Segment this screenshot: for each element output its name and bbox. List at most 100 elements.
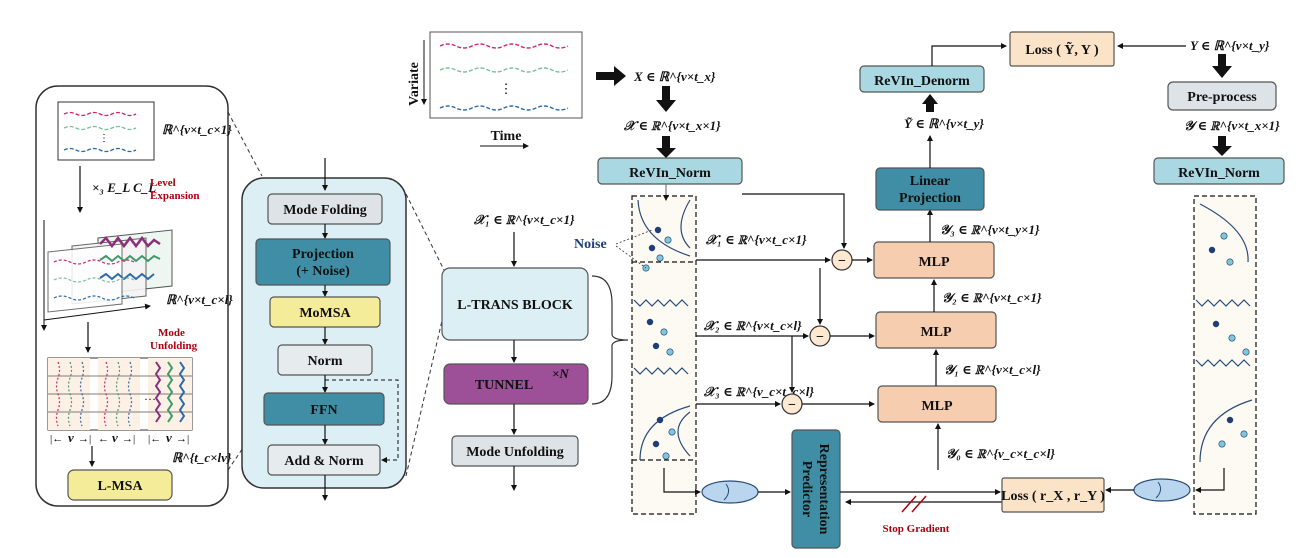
revin-denorm-box [859, 65, 985, 93]
svg-text:←: ← [98, 433, 109, 445]
loss-bottom-label: Loss ( r_X , r_Y ) [1001, 489, 1105, 504]
left-tensor-2: ℝ^{v×t_c×l} [166, 292, 233, 307]
y2-label: 𝒴₂ ∈ ℝ^{v×t_c×1} [942, 290, 1042, 305]
revin-norm-box [597, 157, 743, 185]
series-line-pink [63, 111, 137, 117]
middle-x1: 𝒳₁ ∈ ℝ^{v×t_c×1} [473, 212, 575, 227]
x1-label: 𝒳₁ ∈ ℝ^{v×t_c×1} [705, 232, 807, 247]
mlp-box-3 [873, 241, 995, 279]
middle-column: 𝒳₁ ∈ ℝ^{v×t_c×1} L-TRANS BLOCK TUNNEL ×N… [441, 212, 629, 491]
calY-label: 𝒴 ∈ ℝ^{v×t_x×1} [1184, 118, 1280, 133]
stacked-planes [41, 220, 173, 331]
revin-norm-right-label: ReVIn_Norm [1178, 166, 1260, 181]
noise-dots [642, 226, 676, 460]
mlp-box-2 [875, 311, 997, 349]
small-series-plot [57, 101, 155, 161]
svg-text:|←: |← [148, 433, 161, 445]
momsa-label: MoMSA [299, 306, 351, 321]
tunnel-brace [591, 275, 629, 405]
small-dots: ⋮ [99, 133, 109, 144]
ffn-box [263, 392, 385, 426]
v-brackets: |←v→| ←v→| |←v→| [50, 430, 189, 445]
mode-folding-label: Mode Folding [283, 203, 367, 218]
svg-text:v: v [166, 430, 172, 445]
calX-label: 𝒳 ∈ ℝ^{v×t_x×1} [623, 118, 721, 133]
projection-box [255, 238, 391, 286]
add-norm-label: Add & Norm [284, 454, 364, 469]
encoder-column: ReVIn_Norm Noise [574, 157, 743, 515]
revin-denorm-label: ReVIn_Denorm [874, 74, 970, 89]
y-tilde-label: Ỹ ∈ ℝ^{v×t_y} [904, 116, 984, 131]
y0-label: 𝒴₀ ∈ ℝ^{v_c×t_c×l} [946, 446, 1055, 461]
encoder-dashed-frame [631, 195, 697, 515]
input-plot: ⋮ Variate Time X ∈ ℝ^{v×t_x} 𝒳 ∈ ℝ^{v×t_… [407, 31, 721, 158]
tunnel-box [443, 363, 589, 405]
representation-predictor-label: RepresentationPredictor [799, 444, 831, 535]
stop-gradient-label: Stop Gradient [883, 523, 950, 535]
big-arrow-down-1 [656, 86, 676, 112]
plot-dots: ⋮ [500, 81, 513, 96]
noise-label: Noise [574, 237, 607, 252]
mlp-label-1: MLP [921, 399, 953, 414]
add-norm-box [267, 444, 381, 476]
revin-norm-label: ReVIn_Norm [629, 166, 711, 181]
preprocess-label: Pre-process [1187, 90, 1257, 105]
ffn-label: FFN [310, 403, 337, 418]
svg-text:|←: |← [50, 433, 63, 445]
unfolded-matrix: … [47, 357, 193, 431]
ltrans-block-box [441, 267, 589, 341]
left-tensor-3: ℝ^{t_c×lv} [172, 450, 232, 465]
zoom-line-1 [227, 111, 263, 177]
embedding-ellipse-left [701, 480, 759, 504]
input-series-plot [429, 31, 583, 119]
y3-label: 𝒴₃ ∈ ℝ^{v×t_y×1} [940, 222, 1040, 237]
svg-text:→|: →| [122, 433, 135, 445]
x2-label: 𝒳₂ ∈ ℝ^{v×t_c×l} [703, 318, 802, 333]
series-line-blue [63, 147, 137, 153]
representation-predictor-box [791, 429, 841, 549]
block-panel: Mode Folding Projection(+ Noise) MoMSA N… [241, 158, 407, 501]
level-expansion-op: ×₃ E_L C_L [92, 180, 156, 195]
ltrans-block-label: L-TRANS BLOCK [457, 298, 573, 313]
left-tensor-1: ℝ^{v×t_c×1} [162, 122, 232, 137]
mode-unfolding-label: Mode Unfolding [466, 445, 564, 460]
residual-connection [325, 379, 399, 463]
svg-text:→|: →| [78, 433, 91, 445]
tunnel-sup: ×N [552, 366, 569, 381]
feature-flows: 𝒳₁ ∈ ℝ^{v×t_c×1} − 𝒳₂ ∈ ℝ^{v×t_c×l} − 𝒳₃… [696, 193, 875, 415]
zoom-line-3 [405, 193, 445, 271]
X-label: X ∈ ℝ^{v×t_x} [633, 69, 716, 84]
mlp-box-1 [877, 385, 997, 423]
y-true-label: Y ∈ ℝ^{v×t_y} [1190, 38, 1270, 53]
minus-node-2-sign: − [816, 330, 824, 345]
variate-label: Variate [407, 62, 422, 106]
target-column: Pre-process 𝒴 ∈ ℝ^{v×t_x×1} ReVIn_Norm [1153, 54, 1285, 515]
minus-node-3-sign: − [788, 398, 796, 413]
time-label: Time [491, 129, 522, 144]
mlp-label-2: MLP [920, 325, 952, 340]
loss-bottom-box [1001, 477, 1105, 513]
norm-label: Norm [308, 354, 343, 369]
lmsa-label: L-MSA [97, 479, 143, 494]
svg-text:v: v [112, 430, 118, 445]
representation-row: RepresentationPredictor Stop Gradient Lo… [663, 429, 1191, 549]
big-arrow-down-2 [656, 136, 676, 158]
embedding-ellipse-right [1133, 478, 1191, 502]
revin-norm-right-box [1153, 157, 1285, 185]
mode-unfolding-box [451, 435, 579, 467]
projection-label: Projection(+ Noise) [292, 247, 354, 279]
svg-text:v: v [68, 430, 74, 445]
tunnel-label: TUNNEL [475, 378, 533, 393]
big-arrow-right [596, 66, 626, 86]
y1-label: 𝒴₁ ∈ ℝ^{v×t_c×l} [944, 362, 1041, 377]
decoder-stack: MLP MLP MLP 𝒴₁ ∈ ℝ^{v×t_c×l} 𝒴₂ ∈ ℝ^{v×t… [859, 31, 1270, 470]
svg-text:→|: →| [176, 433, 189, 445]
minus-node-1-sign: − [838, 254, 846, 269]
lmsa-box [67, 469, 173, 501]
svg-text:…: … [144, 389, 156, 403]
